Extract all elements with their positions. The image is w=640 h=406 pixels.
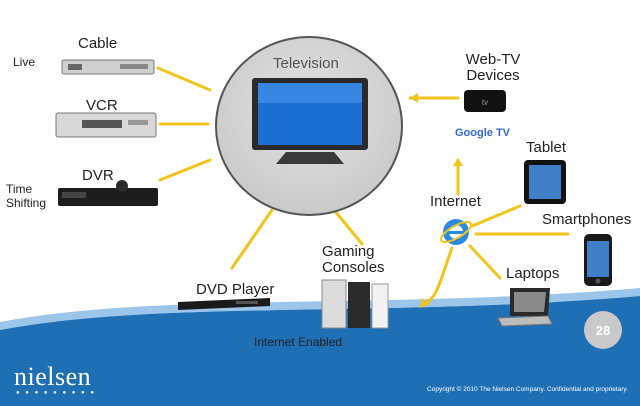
- television-label: Television: [273, 55, 339, 72]
- nielsen-logo: nielsen: [14, 362, 92, 391]
- dvr-icon: [58, 180, 158, 206]
- internet-explorer-icon[interactable]: [438, 214, 474, 250]
- vcr-icon: [55, 112, 157, 138]
- smartphone-icon: [584, 234, 612, 286]
- internet-label: Internet: [430, 193, 481, 210]
- tablet-icon: [524, 160, 566, 204]
- google-tv-brand: Google TV: [455, 127, 510, 139]
- vcr-label: VCR: [86, 97, 118, 114]
- gaming-consoles-label: Gaming Consoles: [322, 243, 385, 276]
- laptop-icon: [497, 288, 553, 327]
- dvr-label: DVR: [82, 167, 114, 184]
- page-number-badge: 28: [584, 311, 622, 349]
- cable-label: Cable: [78, 35, 118, 52]
- gaming-consoles-icon: [321, 279, 389, 329]
- webtv-devices-label: Web-TV Devices: [465, 51, 521, 84]
- svg-text:tv: tv: [482, 98, 488, 107]
- time-shifting-label: Time Shifting: [6, 182, 47, 210]
- dvd-player-icon: [178, 298, 270, 310]
- copyright-notice: Copyright © 2010 The Nielsen Company. Co…: [427, 386, 628, 393]
- laptops-label: Laptops: [506, 265, 560, 282]
- cable-box-icon: [61, 59, 155, 75]
- apple-tv-icon: tv: [464, 90, 506, 112]
- dvd-player-label: DVD Player: [196, 281, 275, 298]
- internet-enabled-label: Internet Enabled: [254, 335, 343, 349]
- television-icon: [252, 78, 368, 164]
- logo-dots: ● ● ● ● ● ● ● ● ●: [16, 390, 96, 396]
- tablet-label: Tablet: [526, 139, 567, 156]
- live-label: Live: [13, 55, 36, 69]
- smartphones-label: Smartphones: [542, 211, 632, 228]
